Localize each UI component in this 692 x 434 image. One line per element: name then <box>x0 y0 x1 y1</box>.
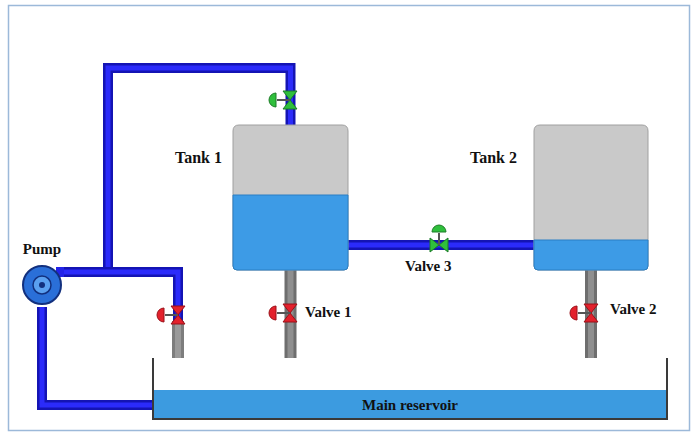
pump: Pump <box>20 263 64 307</box>
reservoir: Main reservoir <box>152 358 668 420</box>
tank: Tank 1 <box>233 125 348 270</box>
pipe-core <box>64 272 178 358</box>
inlet-valve <box>269 91 297 109</box>
reservoir-wall <box>153 358 667 419</box>
tank-water <box>233 195 348 270</box>
pipe <box>42 307 152 405</box>
valve-symbol <box>430 225 448 252</box>
tank-shape <box>534 125 648 270</box>
valve-symbol <box>570 304 598 322</box>
tank: Tank 2 <box>534 125 648 270</box>
pipe-wall <box>42 307 152 405</box>
pump-casing <box>23 266 61 304</box>
tank-water <box>534 240 648 270</box>
pump-impeller <box>33 276 51 294</box>
valve-label: Valve 1 <box>305 304 352 321</box>
tank-body <box>233 125 348 270</box>
node-label: Main reservoir <box>152 397 668 414</box>
bypass-valve <box>157 306 185 324</box>
valve-symbol <box>269 304 297 322</box>
valve-label: Valve 2 <box>610 301 657 318</box>
pipe-wall <box>64 272 178 358</box>
pump-hub <box>39 282 45 288</box>
frame <box>9 6 690 431</box>
node-label: Tank 1 <box>175 149 222 167</box>
drain-pipe <box>172 321 184 358</box>
node-label: Pump <box>23 241 61 258</box>
valve-label: Valve 3 <box>405 258 452 275</box>
tank-body <box>534 125 648 270</box>
reservoir-water <box>152 390 668 420</box>
pump-shape <box>20 263 64 307</box>
pipe <box>64 272 178 358</box>
pipe-core <box>42 307 152 405</box>
node-label: Tank 2 <box>470 149 517 167</box>
tank-shape <box>233 125 348 270</box>
